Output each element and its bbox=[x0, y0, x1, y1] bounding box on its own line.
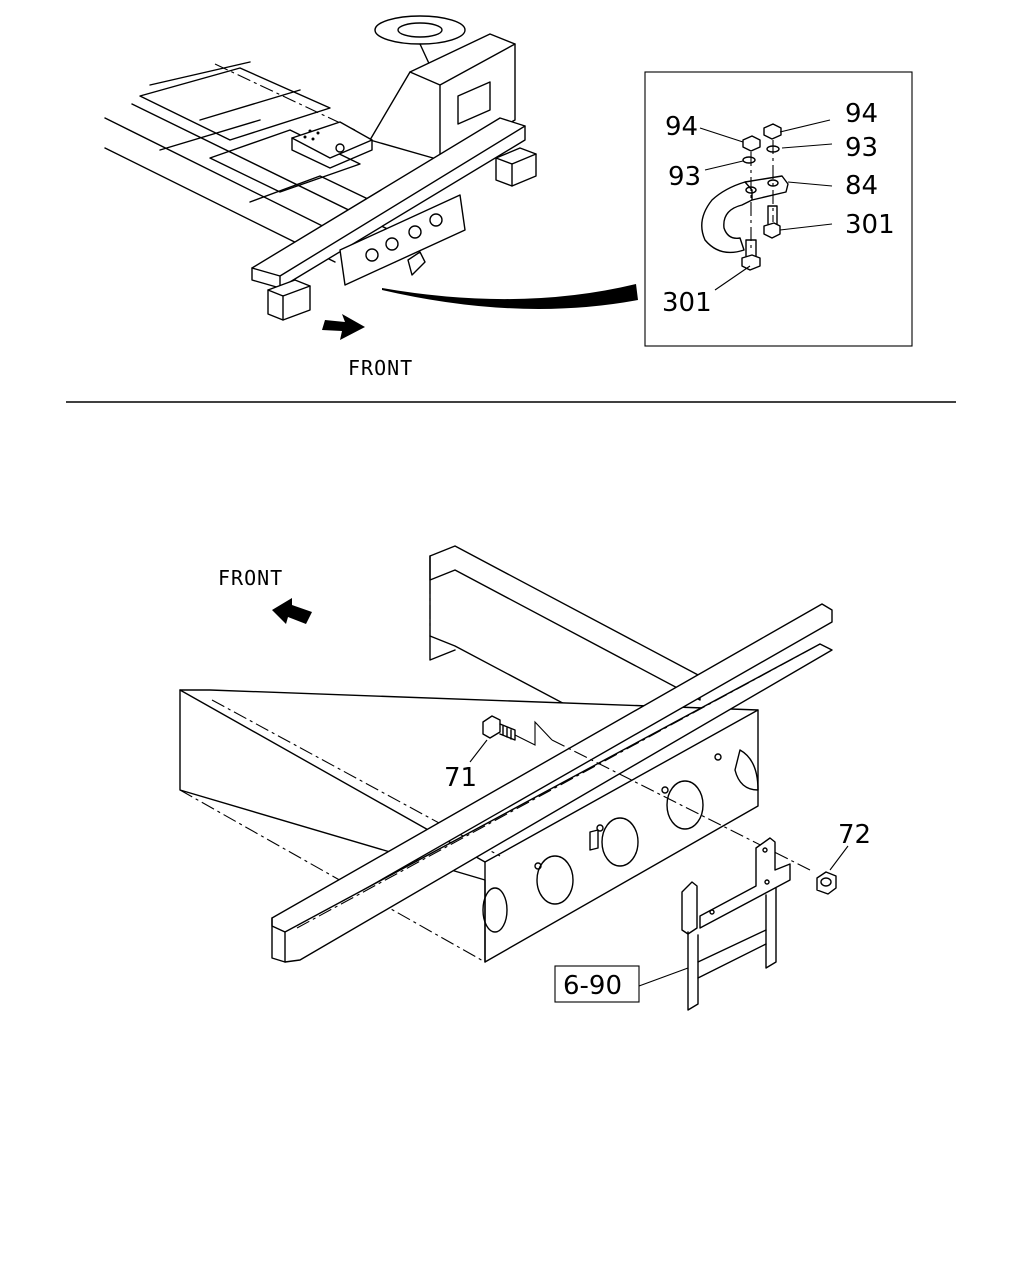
reference-box bbox=[554, 965, 640, 1003]
callout-93-left: 93 bbox=[668, 162, 701, 192]
callout-84: 84 bbox=[845, 171, 878, 201]
callout-301-right: 301 bbox=[845, 210, 895, 240]
tow-hook-detail: 94 94 93 93 84 301 301 bbox=[644, 71, 913, 347]
callout-94-right: 94 bbox=[845, 99, 878, 129]
callout-94-left: 94 bbox=[665, 112, 698, 142]
front-label-bottom: FRONT bbox=[218, 566, 283, 590]
callout-301-left: 301 bbox=[662, 288, 712, 318]
front-label-top: FRONT bbox=[348, 356, 413, 380]
callout-93-right: 93 bbox=[845, 133, 878, 163]
reference-6-90: 6-90 bbox=[563, 971, 622, 1001]
frame-bracket-drawing: FRONT 71 bbox=[179, 545, 871, 1011]
callout-72: 72 bbox=[838, 820, 871, 850]
chassis-overview-drawing: FRONT bbox=[104, 15, 638, 380]
callout-71: 71 bbox=[444, 763, 477, 793]
